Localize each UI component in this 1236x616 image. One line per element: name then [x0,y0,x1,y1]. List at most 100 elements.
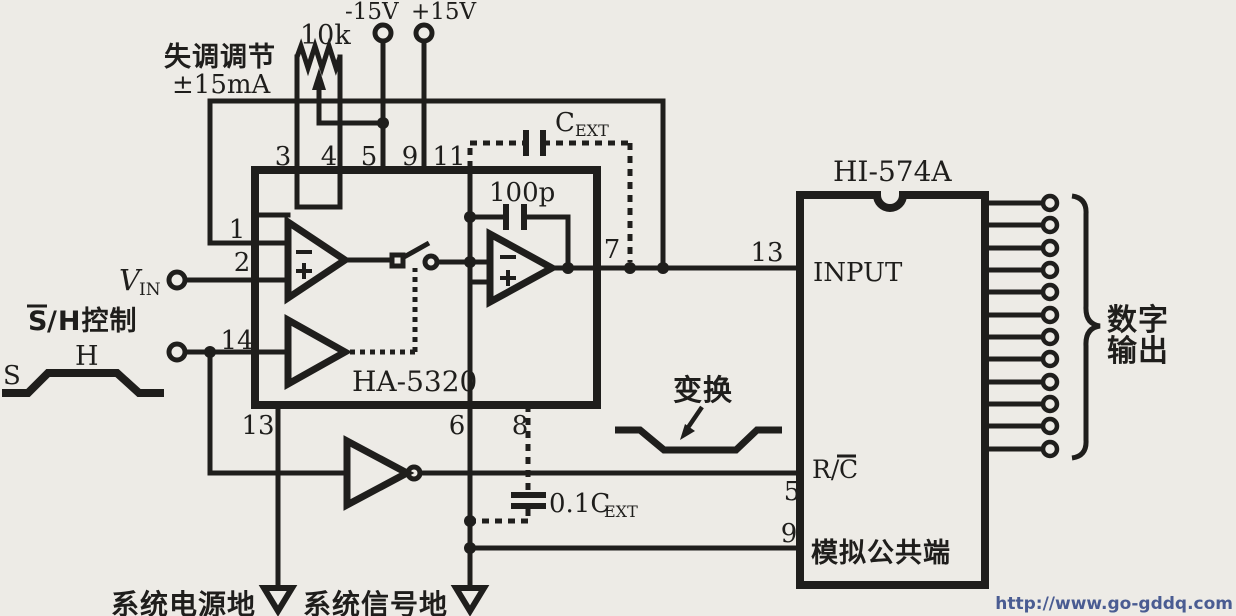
convert-waveform [615,426,782,454]
grounds-symbols [258,585,490,616]
offset-current-label: ±15mA [172,70,272,100]
digital-output-wires [985,200,1042,452]
inverter [343,435,415,511]
sh-control-rest: /H控制 [47,306,137,337]
adc-input-label: INPUT [813,258,903,288]
hold-cap-100p [503,204,527,230]
sh-branch-wire [207,349,350,476]
terminal-sh-control [166,341,188,363]
cap-0p1cext [511,492,546,509]
junction-dot [464,542,476,554]
pot-wiper-arrow [312,68,326,90]
convert-label: 变换 [673,373,733,407]
terminal-pos15 [413,22,435,44]
pot-wiper-wire [316,85,386,126]
junction-dots [204,117,669,554]
feedback-wire [207,98,666,271]
capacitors [503,130,546,509]
vin-label: V [119,263,143,297]
ground-symbol-power [258,585,298,616]
pin-label-7: 7 [604,235,621,265]
opamp-marks [296,250,516,286]
pin-label-3: 3 [275,142,292,172]
rc-label-c: C [839,455,858,484]
sys-signal-ground-label: 系统信号地 [303,588,448,616]
junction-dot [377,117,389,129]
opamp2 [486,228,560,308]
pin-label-13: 13 [241,411,274,441]
junction-dot [204,346,216,358]
ha5320-name: HA-5320 [352,365,477,398]
pin-label-adc5: 5 [784,477,801,507]
c01-label: 0.1C [549,489,610,519]
output-terminal [1040,372,1060,392]
junction-dot [562,262,574,274]
output-terminal [1040,260,1060,280]
digital-output-label-1: 数字 [1107,303,1169,338]
offset-pins-link [294,171,343,210]
vin-sub-label: IN [139,280,161,300]
switch-control-dotted [350,268,418,355]
pin-label-4: 4 [321,142,338,172]
cext-label: C [555,108,575,138]
opamp1 [284,215,352,305]
cext-sub-label: EXT [575,121,609,140]
junction-dot [464,211,476,223]
pin-label-8: 8 [512,411,529,441]
watermark-url: http://www.go-gddq.com [995,594,1233,614]
cext-dashed-net [467,140,633,524]
ha5320-box [251,166,601,409]
sys-power-ground-label: 系统电源地 [111,588,256,616]
output-terminal [1040,349,1060,369]
switch-control-wire [350,268,418,355]
potentiometer-10k [294,37,343,90]
pin-label-5: 5 [361,142,378,172]
digital-output-terminals [1040,193,1060,459]
pin-label-1: 1 [229,215,246,245]
control-buffer [284,314,353,390]
rc-label-r: R/ [812,455,840,484]
output-terminal [1040,439,1060,459]
junction-dot [624,262,636,274]
inverter-bubble [405,464,423,482]
ground-symbol-signal [450,585,490,616]
sh-waveform [2,369,164,397]
pos-supply-label: +15V [411,0,477,25]
convert-arrowhead [680,424,695,440]
opamp1-plus-mark [296,263,312,279]
wave-h-label: H [75,341,99,372]
pin-label-adc9: 9 [781,519,798,549]
analog-switch [389,240,440,271]
wave-s-label: S [3,361,21,391]
pin-label-11: 11 [432,142,465,172]
opamp2-plus-mark [500,270,516,286]
convert-arrow-shaft [685,405,704,431]
pin-label-adc13: 13 [750,238,783,268]
c01-dashed-wire [474,405,531,524]
junction-dot [464,256,476,268]
terminal-neg15 [372,22,394,44]
junction-dot [464,515,476,527]
output-terminal [1040,282,1060,302]
pin-label-6: 6 [449,411,466,441]
pot-zigzag [294,37,343,77]
junction-dot [657,262,669,274]
c01-sub-label: EXT [604,502,638,521]
convert-arrow [680,405,704,440]
switch-contact-square [389,252,406,269]
switch-contact-circle [422,253,440,271]
output-terminal [1040,394,1060,414]
pin-label-2: 2 [234,248,251,278]
c100p-label: 100p [489,178,555,208]
terminals [166,22,435,363]
output-terminal [1040,305,1060,325]
wires [183,38,803,588]
analog-common-label: 模拟公共端 [811,538,951,569]
output-terminal [1040,238,1060,258]
amplifiers [284,215,560,511]
cext-capacitor [523,130,546,156]
pin-label-9: 9 [402,142,419,172]
offset-adjust-label: 失调调节 [164,42,276,73]
switch-lever [402,240,431,260]
